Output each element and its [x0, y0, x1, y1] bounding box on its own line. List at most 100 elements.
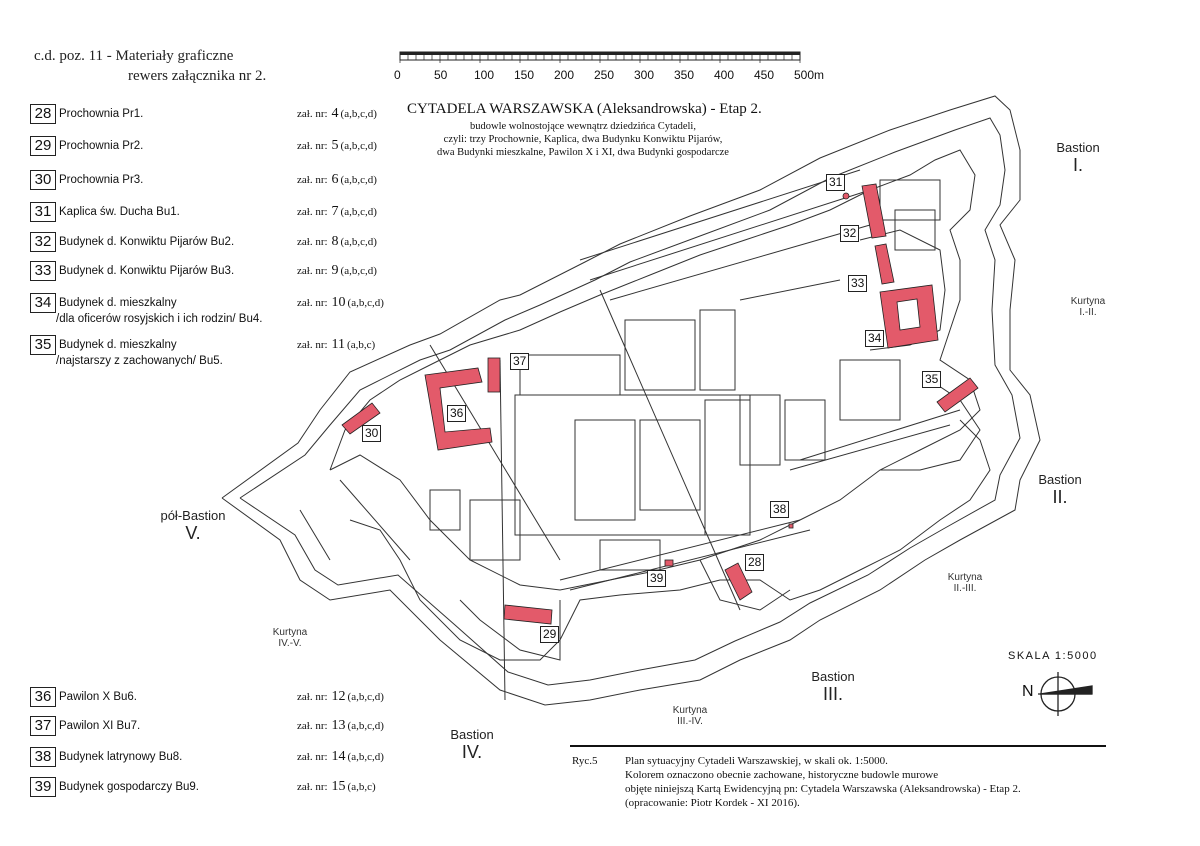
legend-text: Budynek d. mieszkalny/dla oficerów rosyj… [56, 293, 262, 327]
tag-32: 32 [840, 225, 860, 242]
scale-tick-label: 50 [434, 68, 448, 82]
legend-name: Prochownia Pr1. [59, 108, 144, 120]
legend-number: 32 [30, 232, 56, 252]
legend-name: Budynek d. mieszkalny [59, 339, 177, 351]
attachment-ref: zał. nr:15(a,b,c) [297, 779, 376, 795]
attachment-parts: (a,b,c,d) [340, 174, 377, 186]
attachment-number: 9 [331, 263, 339, 278]
building-30-prochownia [341, 402, 381, 435]
tag-36: 36 [447, 405, 467, 422]
attachment-ref: zał. nr:9(a,b,c,d) [297, 263, 377, 279]
legend-number: 28 [30, 104, 56, 124]
legend-number: 35 [30, 335, 56, 355]
legend-name: Budynek latrynowy Bu8. [59, 751, 183, 763]
attachment-parts: (a,b,c) [347, 339, 376, 351]
tag-28: 28 [745, 554, 765, 571]
attachment-number: 14 [331, 749, 346, 764]
attachment-ref: zał. nr:11(a,b,c) [297, 337, 375, 353]
attachment-ref: zał. nr:14(a,b,c,d) [297, 749, 384, 765]
legend-name: Budynek d. mieszkalny [59, 297, 177, 309]
scale-tick-label: 150 [514, 68, 535, 82]
scale-tick-label: 200 [554, 68, 575, 82]
caption-line-4: (opracowanie: Piotr Kordek - XI 2016). [625, 797, 800, 809]
attachment-label: zał. nr: [297, 781, 328, 793]
attachment-number: 10 [331, 295, 346, 310]
legend-name: Budynek gospodarczy Bu9. [59, 781, 200, 793]
attachment-parts: (a,b,c,d) [340, 108, 377, 120]
building-32-konwikt [861, 183, 887, 239]
attachment-number: 5 [331, 138, 339, 153]
attachment-ref: zał. nr:4(a,b,c,d) [297, 106, 377, 122]
attachment-label: zał. nr: [297, 174, 328, 186]
scale-tick-label: 350 [674, 68, 695, 82]
attachment-parts: (a,b,c,d) [340, 206, 377, 218]
legend-subtext: /dla oficerów rosyjskich i ich rodzin/ B… [56, 313, 263, 325]
attachment-label: zał. nr: [297, 339, 328, 351]
legend-text: Budynek d. Konwiktu Pijarów Bu3. [56, 261, 234, 279]
legend-number: 37 [30, 716, 56, 736]
legend-number: 31 [30, 202, 56, 222]
legend-number: 30 [30, 170, 56, 190]
scale-tick-label: 300 [634, 68, 655, 82]
scale-label: SKALA 1:5000 [1008, 650, 1098, 662]
building-39-gospodarczy [664, 559, 674, 567]
legend-text: Budynek d. Konwiktu Pijarów Bu2. [56, 232, 234, 250]
legend-text: Budynek d. mieszkalny/najstarszy z zacho… [56, 335, 223, 369]
legend-name: Pawilon X Bu6. [59, 691, 137, 703]
tag-39: 39 [647, 570, 667, 587]
attachment-ref: zał. nr:13(a,b,c,d) [297, 718, 384, 734]
attachment-parts: (a,b,c,d) [340, 265, 377, 277]
attachment-parts: (a,b,c,d) [347, 691, 384, 703]
header-line-1: c.d. poz. 11 - Materiały graficzne [34, 48, 234, 64]
scale-tick-label: 250 [594, 68, 615, 82]
legend-subtext: /najstarszy z zachowanych/ Bu5. [56, 355, 223, 367]
attachment-number: 4 [331, 106, 339, 121]
attachment-ref: zał. nr:5(a,b,c,d) [297, 138, 377, 154]
tag-38: 38 [770, 501, 790, 518]
attachment-label: zał. nr: [297, 720, 328, 732]
figure-number: Ryc.5 [572, 755, 598, 767]
attachment-label: zał. nr: [297, 265, 328, 277]
scale-bar-graphic [399, 51, 801, 63]
attachment-number: 8 [331, 234, 339, 249]
legend-number: 39 [30, 777, 56, 797]
fortification-outline [221, 95, 1041, 706]
building-33-konwikt [874, 243, 895, 285]
building-36-pawilon-x [424, 367, 493, 451]
building-35-mieszkalny [936, 377, 979, 413]
tag-31: 31 [826, 174, 846, 191]
legend-name: Kaplica św. Ducha Bu1. [59, 206, 180, 218]
legend-number: 29 [30, 136, 56, 156]
building-31-kaplica [842, 192, 850, 200]
attachment-ref: zał. nr:7(a,b,c,d) [297, 204, 377, 220]
attachment-number: 12 [331, 689, 346, 704]
attachment-parts: (a,b,c,d) [340, 236, 377, 248]
scale-tick-label: 450 [754, 68, 775, 82]
attachment-number: 15 [331, 779, 346, 794]
north-label: N [1022, 683, 1034, 700]
scale-tick-label: 500m [794, 68, 825, 82]
map-subtitle-1: budowle wolnostojące wewnątrz dziedzińca… [470, 121, 696, 132]
attachment-number: 6 [331, 172, 339, 187]
tag-35: 35 [922, 371, 942, 388]
legend-name: Budynek d. Konwiktu Pijarów Bu2. [59, 236, 235, 248]
building-28-prochownia [724, 562, 753, 601]
attachment-ref: zał. nr:12(a,b,c,d) [297, 689, 384, 705]
